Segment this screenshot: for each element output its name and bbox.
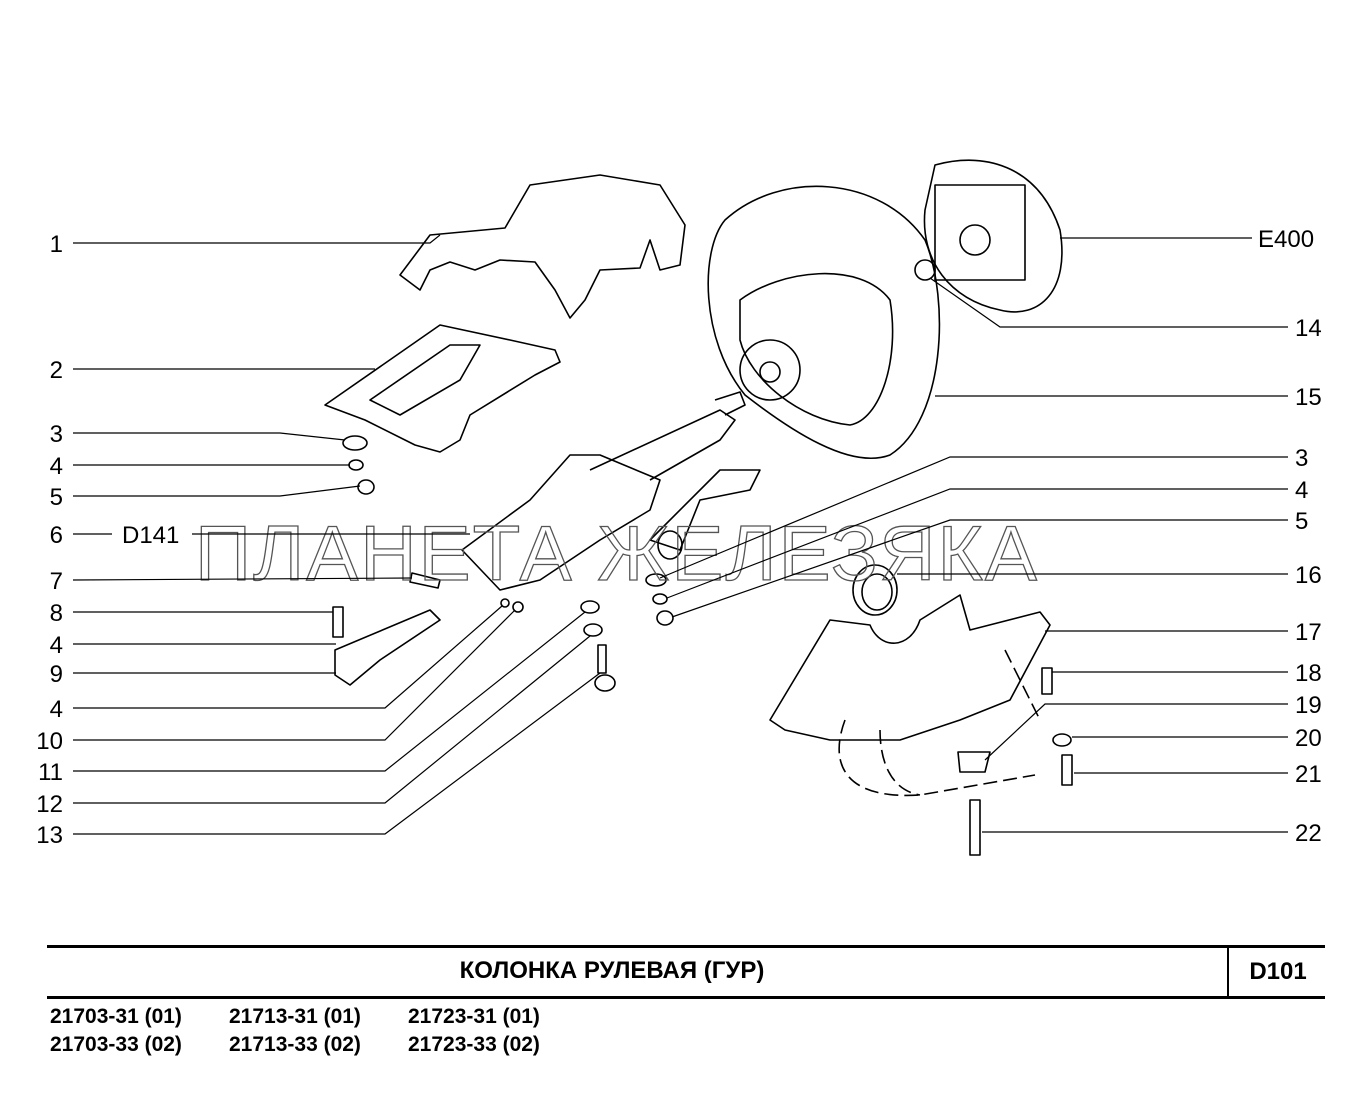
part-washer [580, 600, 600, 614]
part-steering-column [461, 391, 746, 591]
callout-number: 4 [50, 696, 63, 723]
part-lower-shroud [769, 594, 1051, 741]
assembly-guide-lines [838, 649, 1041, 797]
part-seal [852, 564, 898, 616]
part-airbag-connector [959, 224, 991, 256]
part-washer [652, 593, 668, 605]
callout-number: 4 [50, 453, 63, 480]
callout-number: 6 [50, 522, 63, 549]
watermark: ПЛАНЕТА ЖЕЛЕЗЯКА [195, 509, 1039, 597]
callout-number: 2 [50, 357, 63, 384]
callout-labels: 1234567849410111213D141E4001415345161718… [36, 226, 1321, 849]
part-steering-wheel [707, 185, 941, 460]
callout-number: 22 [1295, 820, 1322, 847]
callout-number: 16 [1295, 562, 1322, 589]
leader-line [73, 672, 601, 835]
callout-number: 4 [1295, 477, 1308, 504]
part-nut [656, 610, 674, 626]
part-bracket-plate [324, 324, 561, 453]
diagram-title: КОЛОНКА РУЛЕВАЯ (ГУР) [459, 957, 765, 984]
callout-number: 5 [50, 484, 63, 511]
part-nut [357, 479, 375, 495]
part-bolt [409, 572, 441, 589]
part-airbag-module [923, 159, 1063, 313]
part-column-bracket [649, 469, 761, 551]
part-wheel-hub [739, 339, 801, 401]
callout-number: 12 [36, 791, 63, 818]
part-nut [512, 601, 524, 613]
leader-line [666, 488, 1288, 599]
model-code: 21713-33 (02) [229, 1033, 361, 1056]
part-washer [1052, 733, 1072, 747]
part-washer [342, 435, 368, 451]
leader-line [72, 577, 413, 581]
callout-number: 8 [50, 600, 63, 627]
part-screw [1061, 754, 1073, 786]
part-nut [914, 259, 936, 281]
callout-number: 19 [1295, 692, 1322, 719]
part-washer [583, 623, 603, 637]
part-wheel-hub [759, 361, 781, 383]
model-row: 21703-33 (02) 21713-33 (02) 21723-33 (02) [50, 1031, 587, 1059]
part-bolt [1041, 667, 1053, 695]
part-bushing [657, 530, 683, 560]
reference-label: D141 [122, 522, 179, 549]
part-washer [500, 598, 510, 608]
callout-number: 1 [50, 231, 63, 258]
leader-line [73, 432, 346, 441]
callout-number: 13 [36, 822, 63, 849]
part-washer [348, 459, 364, 471]
leader-line [984, 703, 1288, 761]
part-nut [594, 674, 616, 692]
callout-number: 11 [38, 759, 63, 786]
part-intermediate-shaft [334, 609, 441, 686]
model-code: 21723-31 (01) [408, 1005, 540, 1028]
callout-number: 5 [1295, 508, 1308, 535]
part-washer [645, 573, 667, 587]
callout-number: 14 [1295, 315, 1322, 342]
leader-line [73, 609, 516, 741]
part-upper-shroud [399, 174, 686, 319]
model-code: 21713-31 (01) [229, 1005, 361, 1028]
model-row: 21703-31 (01) 21713-31 (01) 21723-31 (01) [50, 1003, 587, 1031]
leader-line [659, 456, 1288, 579]
leader-line [929, 277, 1288, 328]
leader-line [73, 611, 586, 772]
part-airbag-body [934, 184, 1026, 281]
model-list: 21703-31 (01)21713-31 (01)21723-31 (01) … [50, 1003, 587, 1059]
part-drawings [324, 159, 1073, 856]
callout-number: 21 [1295, 761, 1322, 788]
diagram-code: D101 [1227, 948, 1327, 996]
callout-number: 20 [1295, 725, 1322, 752]
part-screw [597, 644, 607, 674]
part-long-screw [969, 799, 981, 856]
leader-line [73, 485, 361, 497]
callout-number: 4 [50, 632, 63, 659]
leader-line [671, 519, 1288, 618]
part-bolt [332, 606, 344, 638]
callout-number: 15 [1295, 384, 1322, 411]
leader-line [73, 234, 441, 244]
part-clip [957, 751, 991, 773]
callout-number: 3 [50, 421, 63, 448]
leader-lines [72, 234, 1288, 835]
title-block: КОЛОНКА РУЛЕВАЯ (ГУР) D101 [47, 945, 1325, 999]
leader-line [73, 635, 591, 804]
model-code: 21723-33 (02) [408, 1033, 540, 1056]
callout-number: 9 [50, 661, 63, 688]
callout-number: 17 [1295, 619, 1322, 646]
model-code: 21703-33 (02) [50, 1033, 182, 1056]
model-code: 21703-31 (01) [50, 1005, 182, 1028]
callout-number: E400 [1258, 226, 1314, 253]
callout-number: 3 [1295, 445, 1308, 472]
part-seal [861, 573, 893, 611]
callout-number: 10 [36, 728, 63, 755]
callout-number: 18 [1295, 660, 1322, 687]
leader-line [73, 605, 503, 709]
callout-number: 7 [50, 568, 63, 595]
